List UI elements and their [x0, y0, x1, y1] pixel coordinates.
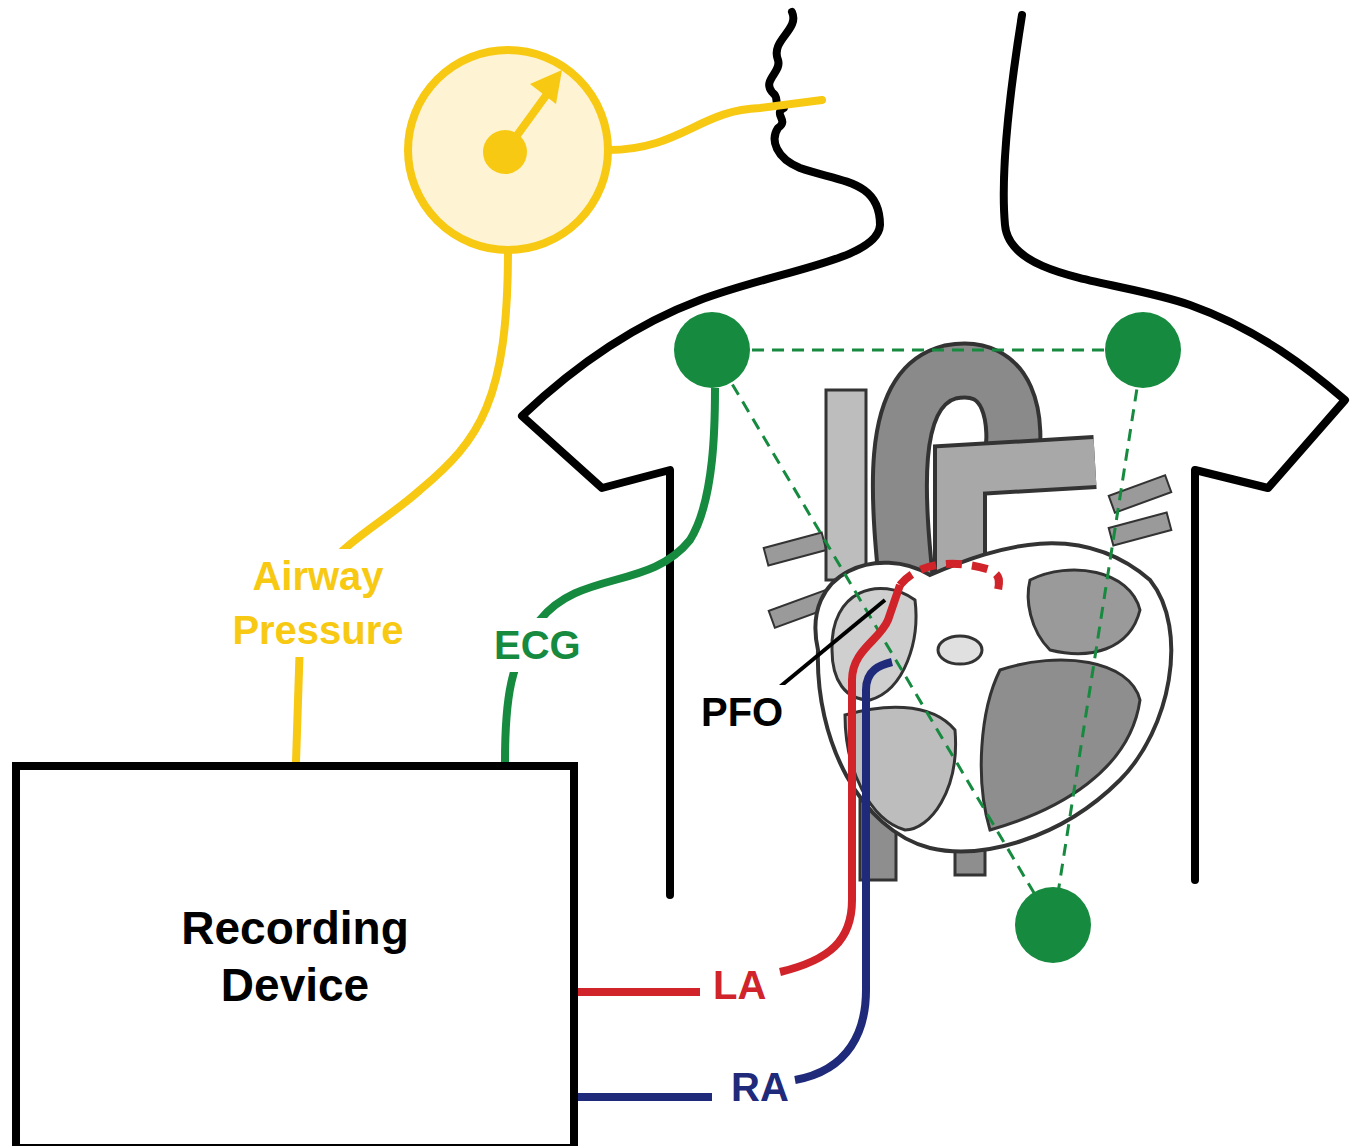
superior-vena-cava	[826, 390, 866, 580]
ecg-wire	[505, 388, 715, 762]
electrode	[1105, 312, 1181, 388]
left-atrium	[1028, 570, 1140, 654]
box-label: Recording Device	[145, 900, 445, 1015]
left-ventricle	[981, 660, 1140, 830]
la-wire	[578, 988, 700, 996]
airway-wire	[296, 100, 822, 762]
device-box: Recording Device	[12, 762, 578, 1146]
ecg-lead-triangle	[712, 350, 1143, 925]
signal-name: LA	[709, 958, 770, 1012]
signal-name: Airway Pressure	[194, 549, 442, 657]
pressure-gauge	[408, 50, 608, 250]
leader-line	[776, 600, 885, 690]
part-name: PFO	[697, 685, 787, 739]
heart-illustration	[764, 370, 1172, 880]
right-ventricle	[845, 707, 956, 830]
signal-name: ECG	[490, 618, 585, 672]
signal-name: RA	[727, 1060, 793, 1114]
la-catheter-tip	[900, 564, 999, 590]
electrode	[1015, 887, 1091, 963]
ra-catheter	[795, 662, 892, 1080]
la-catheter	[780, 585, 900, 972]
electrode	[674, 312, 750, 388]
body-outline	[522, 12, 1345, 895]
ra-wire	[578, 1093, 712, 1101]
ecg-electrodes	[674, 312, 1181, 963]
